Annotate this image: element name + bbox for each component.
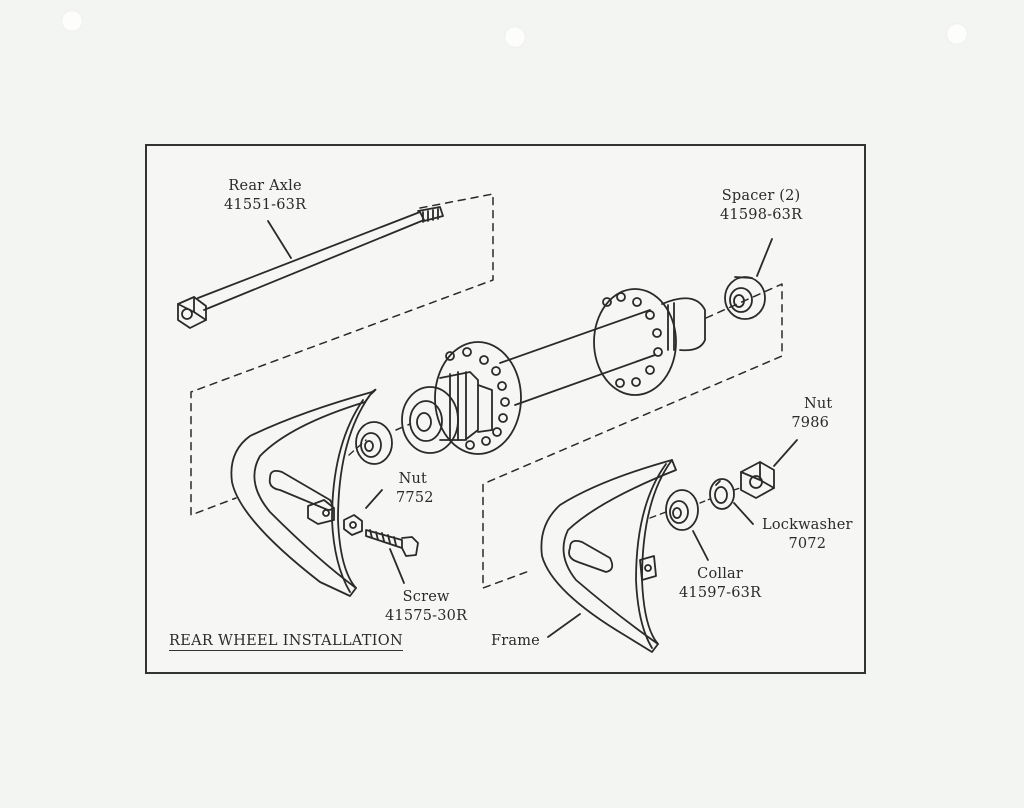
punch-hole-left	[61, 10, 83, 32]
nut-7752-part-number: 7752	[396, 490, 434, 506]
rear-axle-drawing	[177, 206, 444, 329]
rear-axle-leader	[267, 220, 292, 259]
hub-drawing	[401, 288, 706, 455]
lockwasher-leader	[733, 502, 754, 525]
spacer-part-number: 41598-63R	[720, 207, 803, 223]
label-collar: Collar 41597-63R	[679, 565, 761, 603]
spacer-name: Spacer (2)	[721, 188, 801, 204]
spacer-leader	[756, 238, 773, 277]
label-frame: Frame	[491, 632, 540, 651]
spacer-right-drawing	[724, 276, 766, 320]
nut-7752-leader	[365, 489, 383, 509]
label-spacer: Spacer (2) 41598-63R	[720, 187, 802, 225]
nut-7752-drawing	[343, 514, 363, 536]
screw-drawing	[365, 529, 419, 557]
collar-name: Collar	[697, 566, 744, 582]
rear-axle-name: Rear Axle	[228, 178, 302, 194]
frame-leader	[547, 613, 581, 638]
right-frame-drawing	[540, 459, 677, 653]
frame-name: Frame	[491, 633, 540, 649]
screw-name: Screw	[402, 589, 450, 605]
diagram-border	[145, 144, 866, 674]
collar-leader	[692, 530, 709, 561]
screw-part-number: 41575-30R	[385, 608, 468, 624]
rear-axle-part-number: 41551-63R	[224, 197, 307, 213]
left-frame-drawing	[230, 388, 377, 597]
nut-7752-name: Nut	[398, 471, 428, 487]
label-screw: Screw 41575-30R	[385, 588, 467, 626]
label-nut-7986: Nut 7986	[788, 395, 832, 433]
lockwasher-drawing	[709, 478, 735, 510]
punch-hole-center	[504, 26, 526, 48]
label-nut-7752: Nut 7752	[392, 470, 434, 508]
punch-hole-right	[946, 23, 968, 45]
label-rear-axle: Rear Axle 41551-63R	[224, 177, 306, 215]
lockwasher-part-number: 7072	[788, 536, 827, 552]
diagram-title: REAR WHEEL INSTALLATION	[169, 633, 403, 651]
screw-leader	[389, 548, 405, 584]
assembly-guide-lines	[190, 193, 783, 589]
collar-drawing	[665, 489, 699, 531]
spacer-left-drawing	[355, 421, 393, 465]
nut-7986-name: Nut	[804, 396, 833, 412]
lockwasher-name: Lockwasher	[762, 517, 853, 533]
label-lockwasher: Lockwasher 7072	[762, 516, 853, 554]
collar-part-number: 41597-63R	[679, 585, 762, 601]
nut-7986-leader	[773, 439, 798, 467]
nut-7986-part-number: 7986	[791, 415, 830, 431]
nut-7986-drawing	[740, 461, 775, 499]
